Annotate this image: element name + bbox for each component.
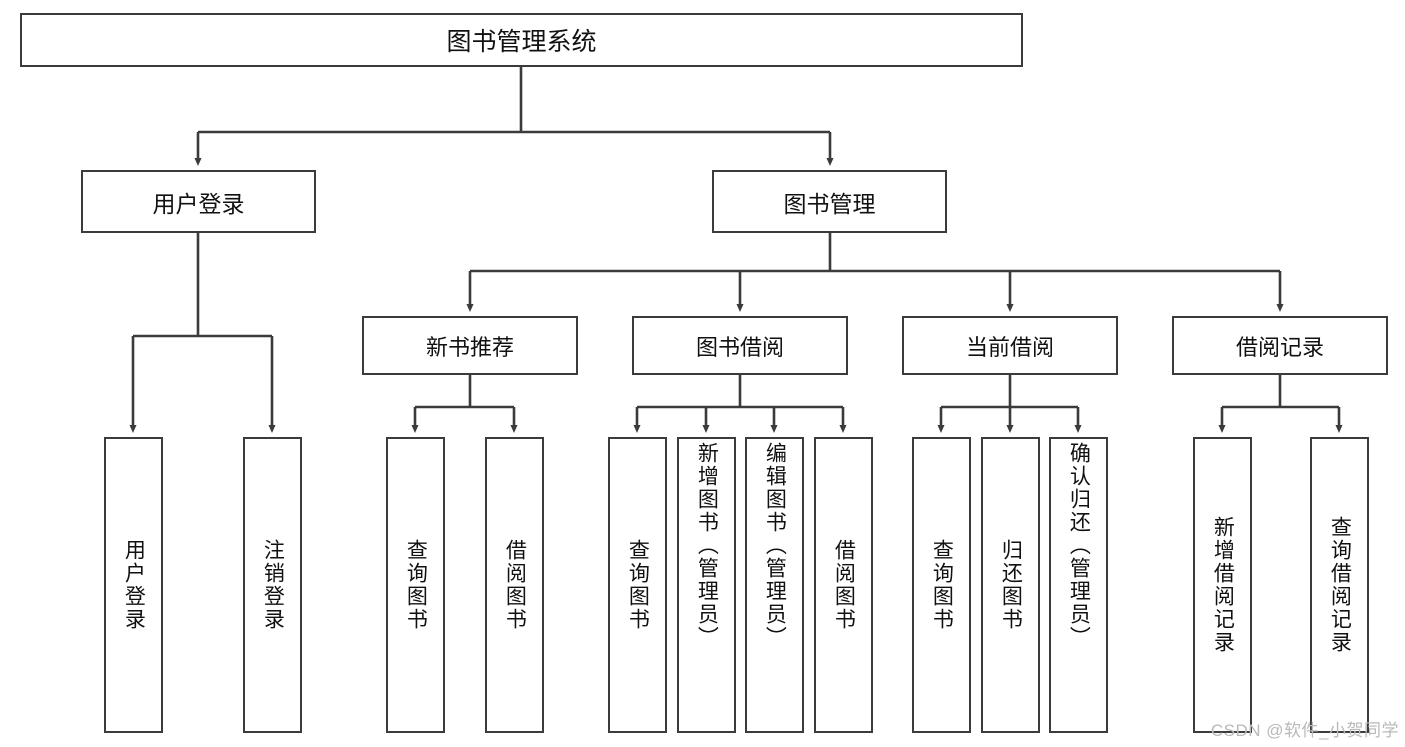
leaf-content: 借阅图书	[816, 439, 871, 731]
leaf-content: 借阅图书	[487, 439, 542, 731]
leaf-borrow-borrow-book[interactable]: 借阅图书	[814, 437, 873, 733]
leaf-current-confirm-return[interactable]: 确认归还（管理员）	[1049, 437, 1108, 733]
leaf-recommend-borrow-book[interactable]: 借阅图书	[485, 437, 544, 733]
leaf-user-login-logout-label: 注销登录	[261, 539, 285, 631]
leaf-record-query-record[interactable]: 查询借阅记录	[1310, 437, 1369, 733]
leaf-content: 编辑图书（管理员）	[747, 439, 802, 734]
leaf-recommend-query-book[interactable]: 查询图书	[386, 437, 445, 733]
node-user-login-label: 用户登录	[152, 190, 245, 217]
leaf-content: 查询图书	[610, 439, 665, 731]
leaf-content: 确认归还（管理员）	[1051, 439, 1106, 734]
node-root-label: 图书管理系统	[446, 28, 597, 56]
node-current-borrow[interactable]: 当前借阅	[902, 316, 1118, 375]
leaf-user-login-login[interactable]: 用户登录	[104, 437, 163, 733]
node-book-borrow[interactable]: 图书借阅	[632, 316, 848, 375]
leaf-content: 查询借阅记录	[1312, 439, 1367, 731]
leaf-content: 归还图书	[983, 439, 1038, 731]
leaf-borrow-edit-book[interactable]: 编辑图书（管理员）	[745, 437, 804, 733]
leaf-recommend-borrow-book-label: 借阅图书	[503, 539, 527, 631]
node-borrow-record-label: 借阅记录	[1235, 334, 1324, 360]
node-book-borrow-label: 图书借阅	[695, 334, 784, 360]
leaf-current-return-book[interactable]: 归还图书	[981, 437, 1040, 733]
csdn-watermark: CSDN @软件_小贺同学	[1210, 721, 1399, 740]
node-user-login[interactable]: 用户登录	[81, 170, 316, 233]
node-book-management[interactable]: 图书管理	[712, 170, 947, 233]
leaf-record-add-record-label: 新增借阅记录	[1211, 516, 1235, 654]
node-new-book-recommend[interactable]: 新书推荐	[362, 316, 578, 375]
leaf-recommend-query-book-label: 查询图书	[404, 539, 428, 631]
leaf-current-confirm-return-label: 确认归还（管理员）	[1067, 442, 1091, 649]
leaf-user-login-login-label: 用户登录	[122, 539, 146, 631]
leaf-content: 用户登录	[106, 439, 161, 731]
node-borrow-record[interactable]: 借阅记录	[1172, 316, 1388, 375]
node-root[interactable]: 图书管理系统	[20, 13, 1023, 67]
leaf-current-query-book[interactable]: 查询图书	[912, 437, 971, 733]
leaf-current-return-book-label: 归还图书	[999, 539, 1023, 631]
leaf-borrow-query-book[interactable]: 查询图书	[608, 437, 667, 733]
leaf-content: 查询图书	[388, 439, 443, 731]
leaf-borrow-add-book[interactable]: 新增图书（管理员）	[677, 437, 736, 733]
leaf-borrow-query-book-label: 查询图书	[626, 539, 650, 631]
leaf-user-login-logout[interactable]: 注销登录	[243, 437, 302, 733]
leaf-record-query-record-label: 查询借阅记录	[1328, 516, 1352, 654]
leaf-content: 新增图书（管理员）	[679, 439, 734, 734]
node-current-borrow-label: 当前借阅	[965, 334, 1054, 360]
leaf-current-query-book-label: 查询图书	[930, 539, 954, 631]
leaf-record-add-record[interactable]: 新增借阅记录	[1193, 437, 1252, 733]
leaf-content: 注销登录	[245, 439, 300, 731]
leaf-content: 查询图书	[914, 439, 969, 731]
node-new-book-recommend-label: 新书推荐	[425, 334, 514, 360]
leaf-content: 新增借阅记录	[1195, 439, 1250, 731]
leaf-borrow-borrow-book-label: 借阅图书	[832, 539, 856, 631]
node-book-management-label: 图书管理	[783, 190, 876, 217]
leaf-borrow-edit-book-label: 编辑图书（管理员）	[763, 442, 787, 649]
leaf-borrow-add-book-label: 新增图书（管理员）	[695, 442, 719, 649]
